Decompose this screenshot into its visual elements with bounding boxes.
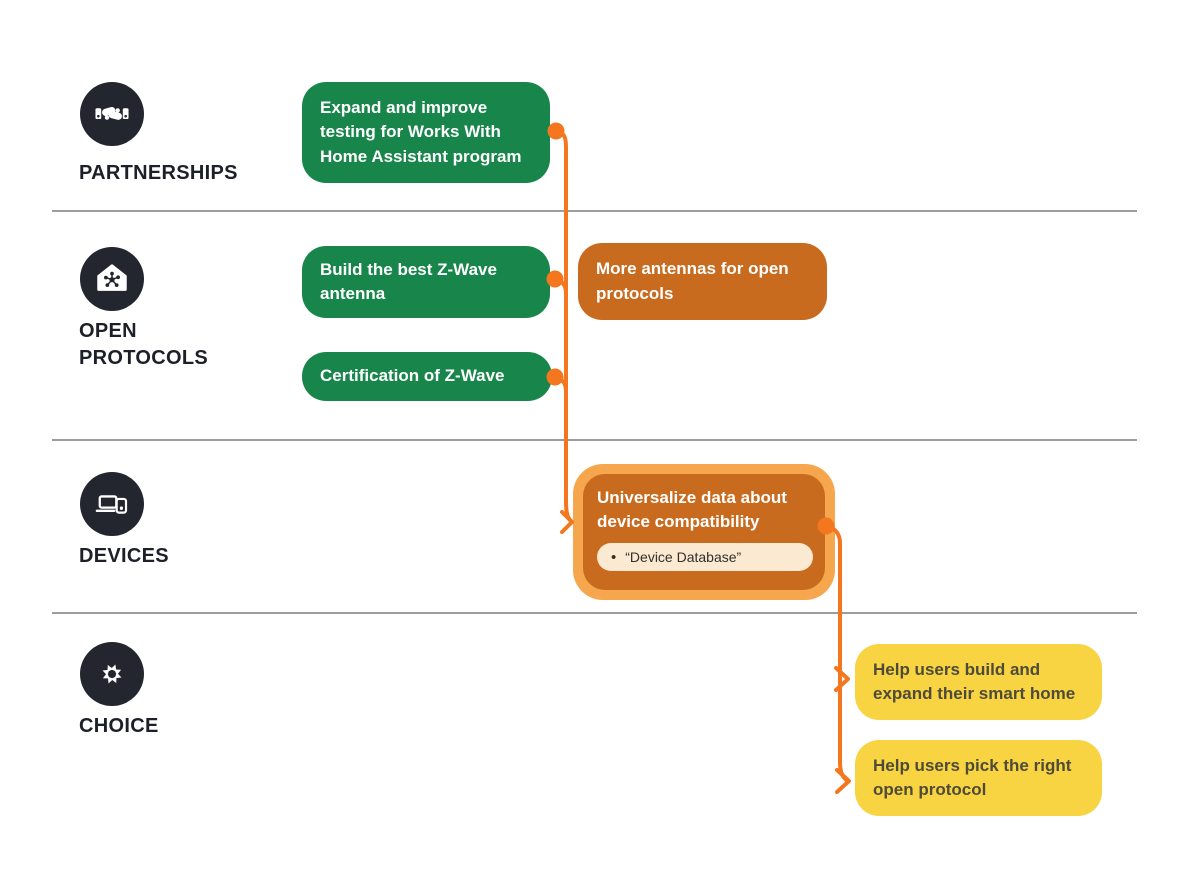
open-protocols-icon: [97, 264, 127, 291]
category-label-choice: CHOICE: [79, 715, 159, 737]
arrowhead-into-protocol: [835, 768, 851, 794]
pill-text: “Device Database”: [625, 549, 742, 565]
connector-join-certification: [553, 375, 568, 394]
card-universalize-data-highlighted: Universalize data about device compatibi…: [573, 464, 835, 600]
card-text: Expand and improve testing for Works Wit…: [320, 97, 522, 166]
row-divider: [52, 612, 1137, 614]
connector-join-antenna: [553, 277, 568, 296]
card-zwave-antenna: Build the best Z-Wave antenna: [302, 246, 550, 318]
card-help-pick-protocol: Help users pick the right open protocol: [855, 740, 1102, 816]
arrowhead-into-smart-home: [834, 666, 850, 692]
handshake-icon: [95, 106, 129, 120]
devices-icon: [95, 495, 128, 514]
bullet-dot: •: [611, 548, 617, 566]
card-help-build-smart-home: Help users build and expand their smart …: [855, 644, 1102, 720]
category-circle-open-protocols: [80, 247, 144, 311]
category-circle-devices: [80, 472, 144, 536]
connector-dot-partnerships: [547, 122, 565, 140]
card-text: More antennas for open protocols: [596, 259, 789, 303]
choice-icon: [102, 664, 122, 684]
category-circle-choice: [80, 642, 144, 706]
category-label-open-protocols: OPEN PROTOCOLS: [79, 320, 209, 369]
category-label-partnerships: PARTNERSHIPS: [79, 162, 238, 184]
card-text: Help users pick the right open protocol: [873, 755, 1072, 800]
card-text: Build the best Z-Wave antenna: [320, 259, 497, 304]
row-divider: [52, 439, 1137, 441]
card-text: Universalize data about device compatibi…: [597, 488, 787, 531]
card-universalize-data-inner: Universalize data about device compatibi…: [583, 474, 825, 590]
card-zwave-certification: Certification of Z-Wave: [302, 352, 552, 401]
card-text: Certification of Z-Wave: [320, 366, 505, 386]
arrowhead-into-devices: [560, 510, 574, 534]
card-expand-testing: Expand and improve testing for Works Wit…: [302, 82, 550, 183]
connector-partnerships-to-devices: [554, 129, 574, 524]
device-database-pill: • “Device Database”: [597, 543, 813, 571]
row-divider: [52, 210, 1137, 212]
card-more-antennas: More antennas for open protocols: [578, 243, 827, 320]
card-text: Help users build and expand their smart …: [873, 659, 1076, 704]
category-label-devices: DEVICES: [79, 545, 169, 567]
category-circle-partnerships: [80, 82, 144, 146]
